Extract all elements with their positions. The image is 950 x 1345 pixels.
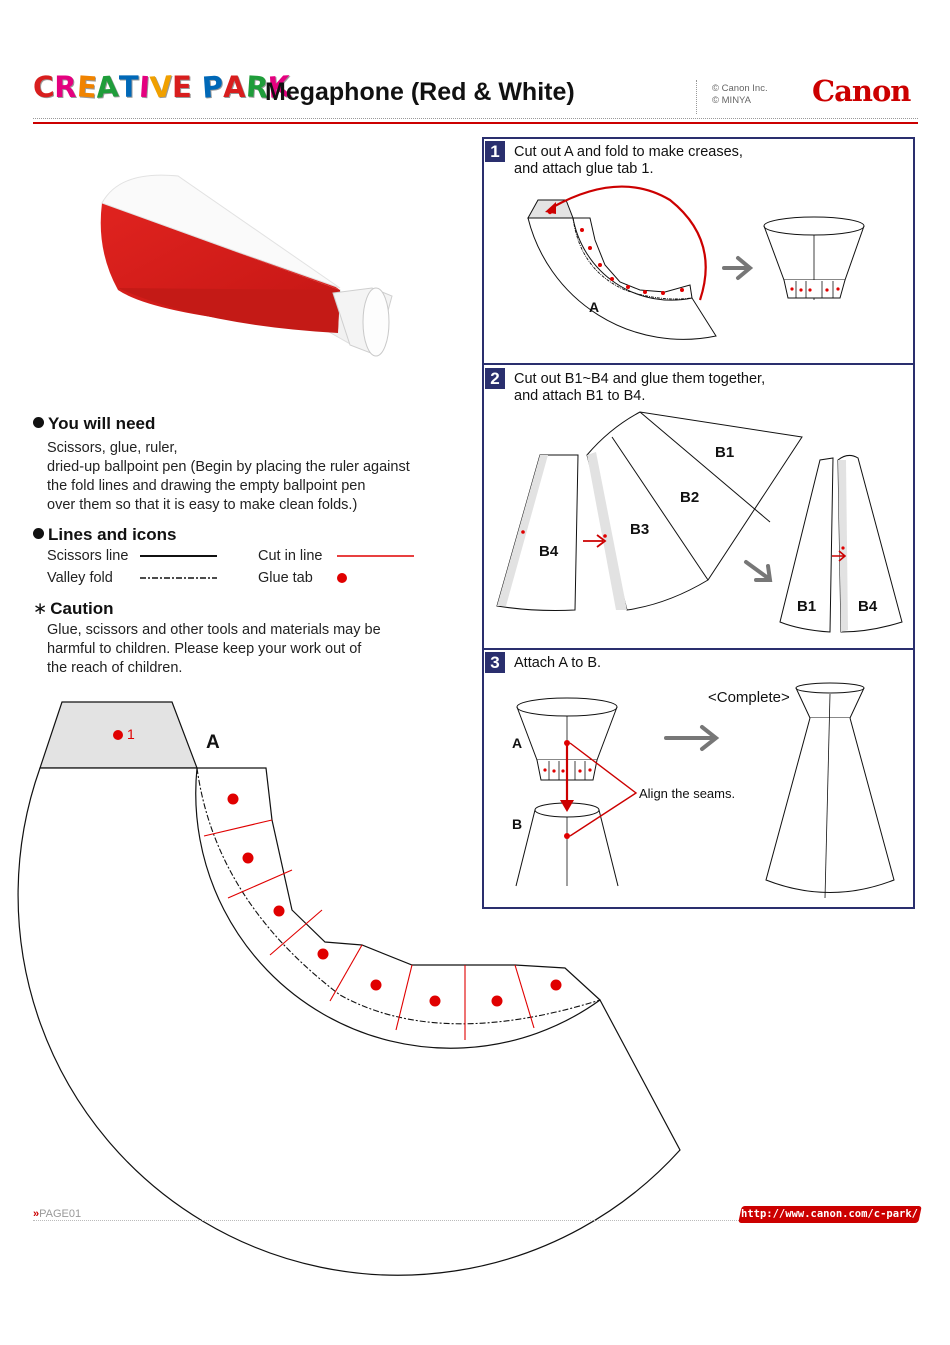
canon-logo: Canon [812, 74, 911, 108]
step-1-text: Cut out A and fold to make creases,and a… [514, 144, 743, 177]
glue-tab-sample [337, 573, 347, 583]
logo-letter: R [54, 70, 77, 104]
step-3-number: 3 [485, 652, 505, 673]
legend-scissors-line: Scissors line [47, 548, 129, 564]
step-3-align-label: Align the seams. [639, 786, 736, 801]
step-divider [482, 648, 915, 650]
step-1-label-a: A [589, 299, 600, 315]
valley-fold-arc [196, 767, 601, 1025]
footer-url-link[interactable]: http://www.canon.com/c-park/ [738, 1206, 922, 1223]
logo-letter: A [223, 70, 246, 104]
bullet-icon [33, 417, 44, 428]
header-dotted-rule [33, 118, 918, 119]
glue-tab-number: 1 [127, 726, 135, 742]
step-1-number: 1 [485, 141, 505, 162]
copyright-minya: © MINYA [712, 95, 752, 106]
copyright-notice: © Canon Inc. © MINYA [712, 83, 768, 107]
step-3-text: Attach A to B. [514, 655, 602, 671]
cut-in-lines [203, 819, 535, 1040]
step-divider [482, 363, 915, 365]
caution-heading: ∗Caution [33, 599, 114, 618]
step-2-number: 2 [485, 368, 505, 389]
asterisk-icon: ∗ [33, 599, 48, 618]
legend-valley-fold: Valley fold [47, 570, 113, 586]
step-2-label-b1-result: B1 [797, 598, 817, 615]
steps-panel [482, 137, 915, 909]
step-2-label-b4: B4 [539, 543, 559, 560]
legend-glue-tab: Glue tab [258, 570, 313, 586]
step-3-label-b: B [512, 816, 523, 832]
you-will-need-text: Scissors, glue, ruler, dried-up ballpoin… [47, 440, 410, 513]
step-3-complete-label: <Complete> [708, 689, 790, 706]
step-2-label-b2: B2 [680, 489, 700, 506]
page-title: Megaphone (Red & White) [265, 78, 575, 106]
you-will-need-heading: You will need [33, 414, 155, 434]
footer-dotted-rule [33, 1220, 753, 1221]
logo-letter: E [171, 70, 192, 104]
creative-park-logo: CREATIVE PARK [32, 69, 292, 104]
page-number: »PAGE01 [33, 1208, 82, 1220]
step-2-label-b4-result: B4 [858, 598, 878, 615]
logo-letter: T [118, 70, 139, 104]
caution-text: Glue, scissors and other tools and mater… [47, 622, 381, 676]
step-2-label-b1: B1 [715, 444, 735, 461]
header-red-rule [33, 122, 918, 124]
copyright-canon: © Canon Inc. [712, 83, 768, 94]
lines-icons-heading: Lines and icons [33, 525, 176, 545]
bullet-icon [33, 528, 44, 539]
glue-dots [113, 730, 562, 1007]
step-3-label-a: A [512, 735, 523, 751]
step-2-label-b3: B3 [630, 521, 650, 538]
step-2-text: Cut out B1~B4 and glue them together,and… [514, 371, 766, 404]
legend-cut-in-line: Cut in line [258, 548, 323, 564]
header-divider [696, 80, 697, 114]
piece-a-label: A [206, 732, 220, 753]
